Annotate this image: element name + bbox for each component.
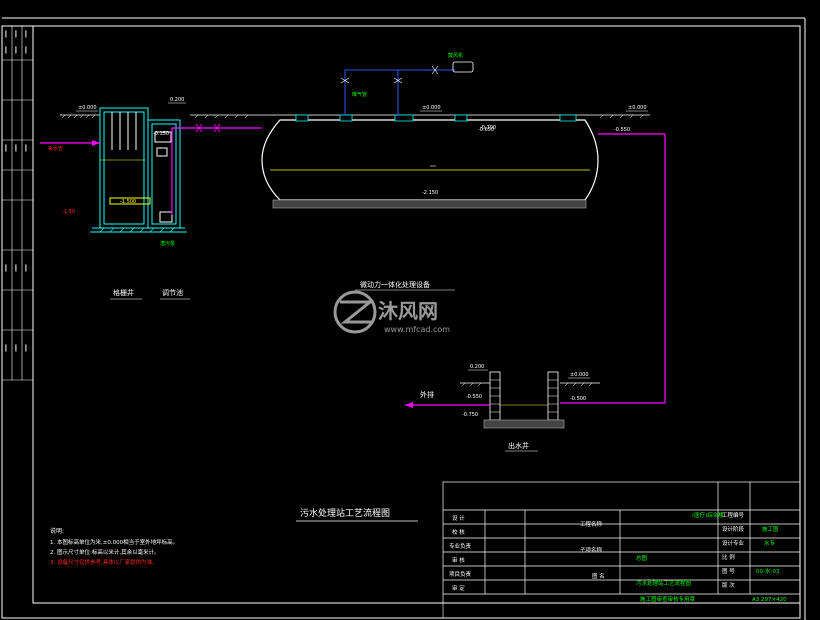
- tb-drawing-label: 图 名: [592, 572, 605, 580]
- elev-7: -2.150: [422, 190, 438, 196]
- pump-outlet-pipe: [171, 127, 262, 215]
- left-strip-table: [2, 26, 33, 381]
- drawing-title: 污水处理站工艺流程图: [300, 507, 390, 519]
- elev-8: -1.50: [62, 209, 75, 215]
- tb-footer-right: A3 297×420: [752, 597, 787, 603]
- elev-15: -0.700: [480, 125, 496, 131]
- elev-1: ±0.000: [78, 105, 97, 111]
- pipe-valves: [195, 123, 221, 133]
- tb-subproject-value: 总图: [636, 554, 648, 562]
- note-3: 3. 设备尺寸仅供参考,具体以厂家提供为准。: [50, 558, 158, 566]
- grille-hatch: [99, 227, 175, 233]
- watermark-brand: 沐风网: [378, 299, 438, 323]
- elev-14: -0.150: [153, 131, 169, 137]
- elev-6: -0.550: [614, 127, 630, 133]
- notes-heading: 说明:: [50, 527, 64, 535]
- svg-text:┃: ┃: [4, 30, 8, 38]
- tb-key-2: 设计阶段: [722, 525, 745, 533]
- elev-12: -0.750: [462, 412, 478, 418]
- grille-well-structure: [90, 107, 187, 233]
- tb-key-5: 图 号: [722, 567, 735, 575]
- outlet-well-structure: [483, 371, 565, 429]
- elev-9: 0.200: [470, 364, 484, 370]
- tb-value-3: 水专: [764, 539, 776, 547]
- tb-drawing-value: 污水处理站工艺流程图: [636, 579, 692, 587]
- watermark-url: www.mfcad.com: [384, 325, 450, 334]
- elevation-underlines: [76, 102, 648, 379]
- tb-key-6: 版 次: [722, 581, 735, 589]
- blower-label: 鼓风机: [448, 52, 463, 59]
- svg-text:┃: ┃: [24, 264, 28, 272]
- ground-hatch: [61, 114, 644, 387]
- air-pipe-network: [344, 69, 455, 116]
- svg-text:┃: ┃: [4, 264, 8, 272]
- tb-row-3: 专业负责: [449, 542, 472, 550]
- elev-16: -1.500: [120, 199, 136, 205]
- adjust-tank-label: 调节池: [162, 288, 183, 297]
- tb-project-value: (医疗)综合楼: [692, 511, 724, 519]
- note-2: 2. 图示尺寸单位:标高以米计,其余以毫米计。: [50, 548, 160, 556]
- svg-text:┃: ┃: [14, 344, 18, 352]
- inlet-text: 来水管: [48, 145, 63, 152]
- air-valves: [340, 65, 439, 84]
- elev-11: -0.550: [466, 394, 482, 400]
- discharge-arrow: [405, 402, 413, 408]
- svg-text:┃: ┃: [24, 344, 28, 352]
- discharge-label: 外排: [420, 390, 434, 399]
- svg-text:┃: ┃: [14, 144, 18, 152]
- tb-key-3: 设计专业: [722, 539, 745, 547]
- tb-footer-left: 施工图审查审核专用章: [640, 595, 696, 603]
- tb-row-1: 设 计: [452, 514, 465, 522]
- left-strip-glyphs: ┃ ┃ ┃ ┃ ┃ ┃ ┃ ┃ ┃ ┃ ┃ ┃ ┃ ┃ ┃: [4, 30, 28, 352]
- note-1: 1. 本图标高单位为米,±0.000相当于室外地坪标高。: [50, 538, 178, 546]
- title-block-grid: [442, 481, 801, 604]
- inlet-arrow: [92, 140, 100, 146]
- elev-4: -0.650: [478, 127, 494, 133]
- outlet-well-label: 出水井: [508, 441, 529, 450]
- grille-well-label: 格栅井: [113, 288, 134, 297]
- blower-icon: [452, 61, 474, 73]
- elev-3: ±0.000: [422, 105, 441, 111]
- svg-text:┃: ┃: [14, 264, 18, 272]
- tb-value-2: 施工图: [762, 525, 779, 533]
- tb-row-5: 项目负责: [449, 570, 472, 578]
- tb-key-1: 工程编号: [722, 511, 745, 519]
- svg-text:┃: ┃: [4, 344, 8, 352]
- inner-frame: [32, 25, 801, 604]
- equipment-tank: [261, 114, 599, 209]
- equipment-label: 微动力一体化处理设备: [360, 280, 430, 289]
- tb-row-6: 审 定: [452, 584, 465, 592]
- effluent-pipe: [560, 133, 666, 404]
- svg-text:┃: ┃: [24, 46, 28, 54]
- svg-text:┃: ┃: [24, 30, 28, 38]
- pump-label: 潜污泵: [160, 240, 175, 247]
- tb-subproject-label: 子项名称: [580, 546, 603, 554]
- tb-row-2: 校 核: [452, 528, 465, 536]
- svg-text:┃: ┃: [4, 46, 8, 54]
- elev-10: ±0.000: [570, 372, 589, 378]
- elev-13: -0.500: [570, 396, 586, 402]
- elev-2: 0.200: [170, 97, 184, 103]
- svg-text:┃: ┃: [24, 144, 28, 152]
- svg-text:┃: ┃: [4, 144, 8, 152]
- tb-project-label: 工程名称: [580, 520, 603, 528]
- tb-value-5: 00-水-03: [756, 567, 780, 575]
- tb-key-4: 比 例: [722, 553, 735, 561]
- watermark: 沐风网 www.mfcad.com: [333, 290, 450, 334]
- svg-text:┃: ┃: [14, 30, 18, 38]
- svg-text:┃: ┃: [14, 46, 18, 54]
- tb-row-4: 审 核: [452, 556, 465, 564]
- structure-label-underlines: [110, 289, 538, 452]
- elev-5: ±0.000: [628, 105, 647, 111]
- air-pipe-label: 曝气管: [352, 91, 367, 98]
